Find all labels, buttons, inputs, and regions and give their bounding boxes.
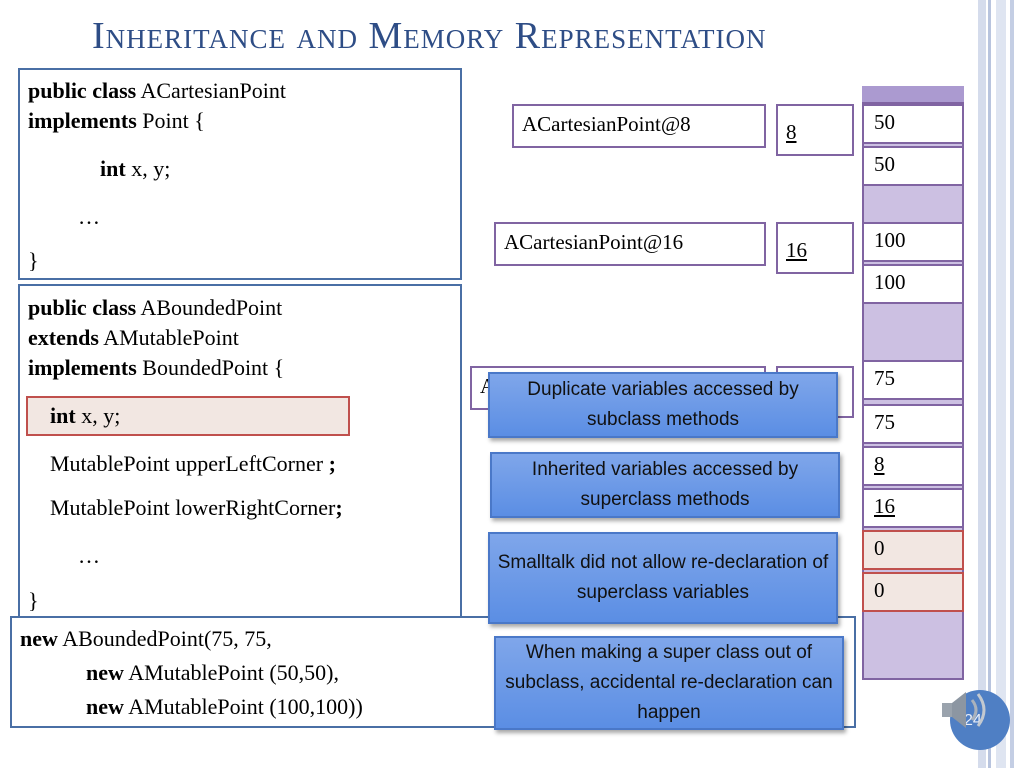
keyword: implements <box>28 108 137 133</box>
keyword: implements <box>28 355 137 380</box>
code-line: implements BoundedPoint { <box>28 355 284 381</box>
memory-cell: 50 <box>862 146 964 186</box>
keyword: new <box>86 694 124 719</box>
callout-inherited-variables: Inherited variables accessed by supercla… <box>490 452 840 518</box>
code-text: AMutablePoint <box>103 325 239 350</box>
object-label: ACartesianPoint@8 <box>512 104 766 148</box>
code-line: new ABoundedPoint(75, 75, <box>20 626 272 652</box>
code-brace: } <box>28 588 39 613</box>
decor-stripe <box>1010 0 1014 768</box>
code-line: implements Point { <box>28 108 205 134</box>
memory-cell: 100 <box>862 264 964 304</box>
memory-cell-duplicate: 0 <box>862 572 964 612</box>
class-name: ACartesianPoint <box>140 78 286 103</box>
class-acartesianpoint-box <box>18 68 462 280</box>
code-brace: } <box>28 248 39 273</box>
code-line: MutablePoint lowerRightCorner; <box>50 495 343 521</box>
callout-duplicate-variables: Duplicate variables accessed by subclass… <box>488 372 838 438</box>
code-line: int x, y; <box>100 156 170 182</box>
code-line: new AMutablePoint (50,50), <box>86 660 339 686</box>
decor-stripe <box>978 0 986 768</box>
memory-cell: 75 <box>862 404 964 444</box>
code-text: ABoundedPoint(75, 75, <box>62 626 272 651</box>
code-text: BoundedPoint { <box>142 355 285 380</box>
memory-cell: 100 <box>862 222 964 262</box>
code-line: MutablePoint upperLeftCorner ; <box>50 451 336 477</box>
callout-accidental-redeclaration: When making a super class out of subclas… <box>494 636 844 730</box>
code-line: public class ACartesianPoint <box>28 78 286 104</box>
code-ellipsis: … <box>78 543 100 568</box>
keyword: int <box>50 403 76 428</box>
code-text: MutablePoint lowerRightCorner <box>50 495 336 520</box>
code-ellipsis: … <box>78 204 100 229</box>
code-text: x, y; <box>81 403 121 428</box>
decor-stripe <box>996 0 1006 768</box>
code-text: x, y; <box>131 156 171 181</box>
code-line: public class ABoundedPoint <box>28 295 282 321</box>
keyword: int <box>100 156 126 181</box>
duplicate-declaration-highlight <box>26 396 350 436</box>
code-line: int x, y; <box>50 403 120 429</box>
keyword: extends <box>28 325 99 350</box>
code-line: new AMutablePoint (100,100)) <box>86 694 363 720</box>
speaker-icon[interactable] <box>936 686 1006 736</box>
memory-cell: 8 <box>862 446 964 486</box>
semicolon: ; <box>335 495 343 520</box>
object-label: ACartesianPoint@16 <box>494 222 766 266</box>
keyword: new <box>20 626 58 651</box>
object-address: 16 <box>776 222 854 274</box>
code-line: extends AMutablePoint <box>28 325 239 351</box>
code-text: MutablePoint upperLeftCorner <box>50 451 324 476</box>
callout-smalltalk: Smalltalk did not allow re-declaration o… <box>488 532 838 624</box>
object-address: 8 <box>776 104 854 156</box>
memory-column-header <box>862 86 964 104</box>
memory-cell: 50 <box>862 104 964 144</box>
class-aboundedpoint-box <box>18 284 462 620</box>
keyword: public class <box>28 295 137 320</box>
keyword: public class <box>28 78 137 103</box>
code-text: AMutablePoint (100,100)) <box>128 694 363 719</box>
keyword: new <box>86 660 124 685</box>
class-name: ABoundedPoint <box>140 295 283 320</box>
semicolon: ; <box>328 451 336 476</box>
decor-stripe <box>988 0 991 768</box>
memory-cell-duplicate: 0 <box>862 530 964 570</box>
memory-cell: 16 <box>862 488 964 528</box>
slide-title: Inheritance and Memory Representation <box>92 15 767 57</box>
memory-cell: 75 <box>862 360 964 400</box>
code-text: AMutablePoint (50,50), <box>128 660 340 685</box>
code-text: Point { <box>142 108 205 133</box>
